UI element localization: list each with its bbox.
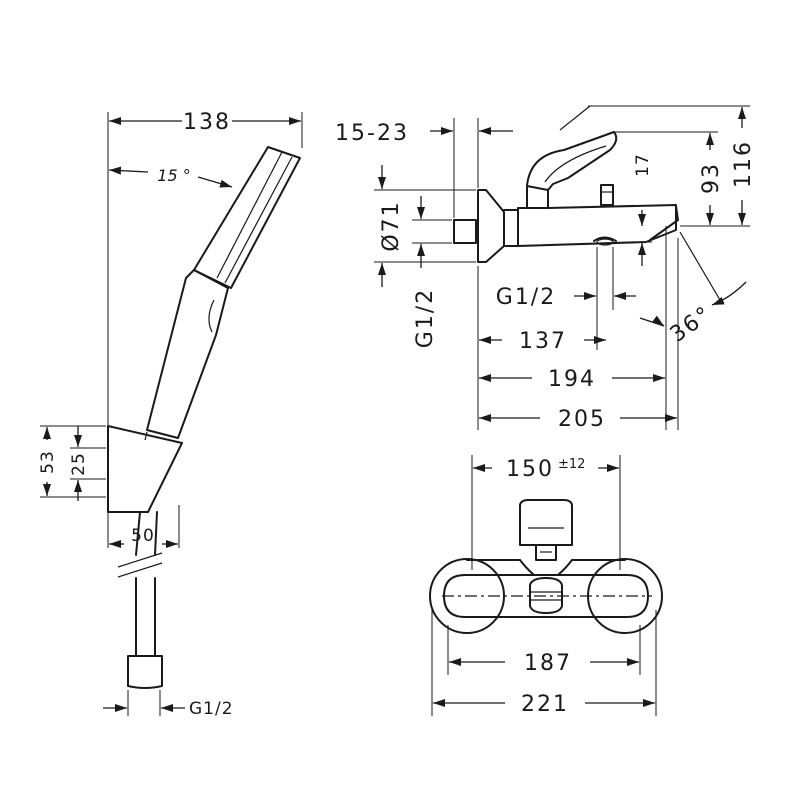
hose-connection-dimension: G1/2 xyxy=(103,699,234,719)
holder-width-label: 50 xyxy=(131,526,155,546)
inlet-range-label: 15-23 xyxy=(335,121,409,146)
hand-shower-width-label: 138 xyxy=(183,110,231,135)
total-height-dimension: 116 xyxy=(731,107,756,225)
spout-angle-label: 36° xyxy=(666,302,717,348)
center-distance-label: 150 xyxy=(506,457,554,482)
total-depth-label: 205 xyxy=(558,407,606,432)
rosette-diameter-dimension: Ø71 xyxy=(378,165,404,287)
center-distance-dimension: 150 ±12 xyxy=(473,457,619,482)
mixer-body-front xyxy=(429,558,663,634)
total-depth-dimension: 205 xyxy=(479,407,677,432)
depth-dimension: 194 xyxy=(479,367,665,392)
mixer-side-view: 15-23 Ø71 G1/2 93 116 xyxy=(335,105,756,432)
spout-offset-label: 17 xyxy=(633,153,653,177)
inlet-range-dimension: 15-23 xyxy=(335,121,513,146)
shower-hose xyxy=(117,511,163,689)
holder-height-label: 53 xyxy=(38,450,58,474)
inner-width-dimension: 187 xyxy=(449,651,639,676)
lever-height-dimension: 93 xyxy=(699,133,724,225)
holder-width-dimension: 50 xyxy=(109,526,178,548)
inlet-thread-label: G1/2 xyxy=(413,288,438,348)
mixer-body xyxy=(503,131,679,247)
holder-height-dimension: 53 xyxy=(38,427,58,496)
center-tolerance-label: ±12 xyxy=(558,457,585,472)
total-height-label: 116 xyxy=(731,140,756,188)
shower-head xyxy=(193,146,301,289)
spout-projection-label: 137 xyxy=(519,329,567,354)
spout-offset-dimension: 17 xyxy=(633,153,653,266)
hand-shower-angle-label: 15 ° xyxy=(157,166,190,185)
wall-holder xyxy=(107,425,183,513)
outlet-thread-label: G1/2 xyxy=(496,285,556,310)
hand-shower-width-dimension: 138 xyxy=(109,110,301,135)
hose-connection-label: G1/2 xyxy=(189,699,234,719)
hand-shower-view: 138 15 ° xyxy=(38,110,303,719)
spout-projection-dimension: 137 xyxy=(479,329,606,354)
outer-width-label: 221 xyxy=(521,692,569,717)
mixer-lever-front xyxy=(519,499,573,561)
rosette-diameter-label: Ø71 xyxy=(379,200,404,251)
inlet-pipe xyxy=(453,219,477,244)
shower-handle xyxy=(146,269,229,439)
hand-shower-angle-dimension: 15 ° xyxy=(108,166,233,188)
holder-inner-dimension: 25 xyxy=(69,426,89,501)
depth-label: 194 xyxy=(548,367,596,392)
outlet-thread-dimension: G1/2 xyxy=(496,285,636,310)
spout-angle-dimension: 36° xyxy=(639,281,747,348)
lever-height-label: 93 xyxy=(699,162,724,194)
inner-width-label: 187 xyxy=(524,651,572,676)
rosette xyxy=(477,189,505,263)
holder-inner-label: 25 xyxy=(69,452,89,476)
outer-width-dimension: 221 xyxy=(433,692,655,717)
inlet-thread-dimension: G1/2 xyxy=(413,196,438,348)
mixer-front-view: 150 ±12 187 xyxy=(429,455,663,717)
